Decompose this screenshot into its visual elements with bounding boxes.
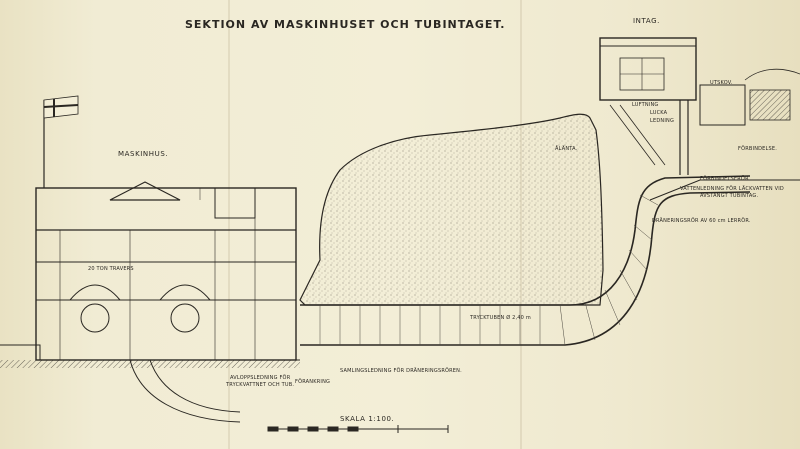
- label-vattenledning: VATTENLEDNING FÖR LÄCKVATTEN VID: [680, 186, 784, 192]
- flag-icon: [43, 95, 79, 188]
- label-forbindelse-ror: FÖRBINDELSERÖR: [700, 176, 749, 182]
- label-samlingsledning: SAMLINGSLEDNING FÖR DRÄNERINGSRÖREN.: [340, 368, 462, 374]
- label-dranering: DRÄNERINGSRÖR AV 60 cm LERRÖR.: [652, 218, 751, 224]
- powerhouse-label: MASKINHUS.: [118, 150, 169, 158]
- label-ledning: LEDNING: [650, 118, 675, 124]
- intake-house: [599, 37, 800, 175]
- label-avloppsledning-2: TRYCKVATTNET OCH TUB.: [226, 382, 295, 388]
- intake-label: INTAG.: [633, 17, 660, 25]
- label-travers: 20 TON TRAVERS: [88, 266, 134, 272]
- penstock-ribs: [319, 194, 659, 346]
- label-vattenledning-2: AVSTÄNGT TUBINTAG.: [700, 193, 759, 199]
- label-forbindelse: FÖRBINDELSE.: [738, 146, 778, 152]
- label-utskov: UTSKOV.: [710, 80, 733, 86]
- scale-label: SKALA 1:100.: [340, 415, 395, 423]
- scale-bar-icon: [267, 425, 449, 433]
- foundation-hatch: [0, 360, 300, 368]
- penstock-tube: [300, 175, 751, 306]
- rock-hill: [299, 113, 604, 306]
- penstock-tube-inner: [300, 191, 751, 346]
- sheet-fold-left: [228, 0, 230, 449]
- label-tryckledning: TRYCKTUBEN Ø 2,40 m: [470, 315, 531, 321]
- label-alarm: ÅLÄNTA.: [555, 146, 578, 152]
- drawing-title: SEKTION AV MASKINHUSET OCH TUBINTAGET.: [185, 18, 506, 31]
- label-avloppsledning: AVLOPPSLEDNING FÖR: [230, 375, 291, 381]
- label-lucka: LUCKA: [650, 110, 668, 116]
- powerhouse: [35, 181, 297, 423]
- label-foraringar: FÖRANKRING: [295, 379, 331, 385]
- label-luftning: LUFTNING: [632, 102, 659, 108]
